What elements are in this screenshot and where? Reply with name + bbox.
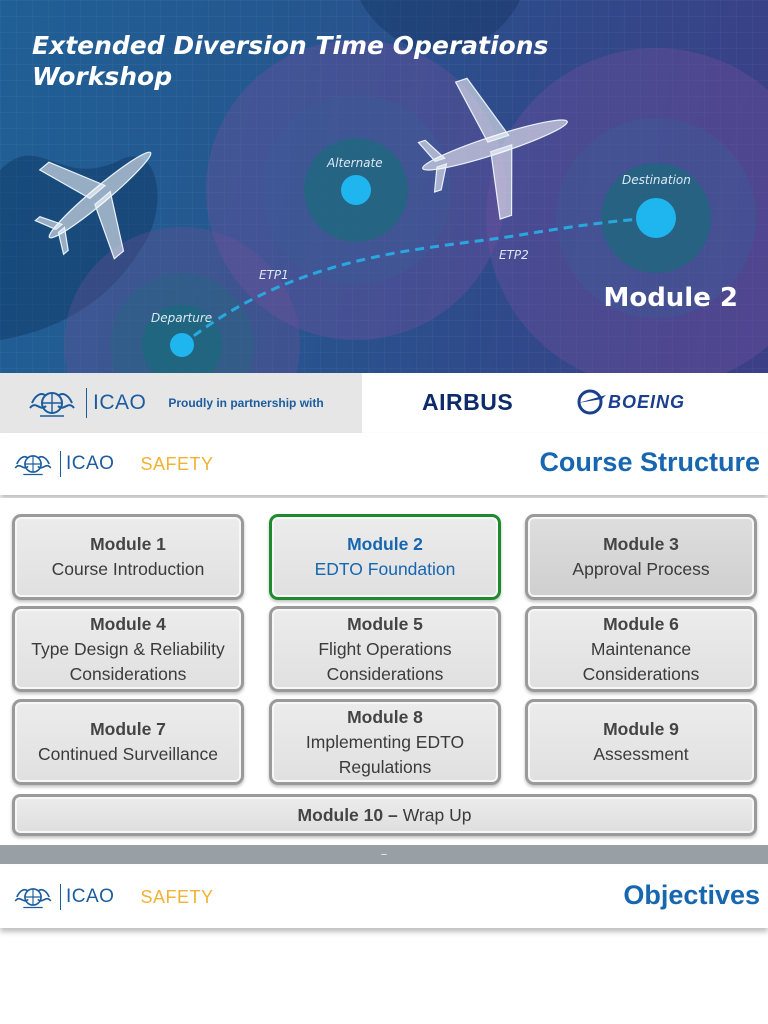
icao-divider xyxy=(60,451,61,477)
title-banner: Extended Diversion Time Operations Works… xyxy=(0,0,768,373)
module-card-8: Module 8 Implementing EDTO Regulations xyxy=(269,699,501,785)
module-badge: Module 2 xyxy=(603,283,738,313)
icao-partner-block: ICAO Proudly in partnership with xyxy=(0,373,362,433)
module-subtitle: Course Introduction xyxy=(51,559,205,579)
objectives-header: ICAO SAFETY Objectives xyxy=(0,866,768,928)
module-title: Module 2 xyxy=(347,534,423,554)
boeing-symbol-icon xyxy=(577,389,606,415)
etp2-label: ETP2 xyxy=(499,248,529,262)
module-subtitle: Continued Surveillance xyxy=(38,744,218,764)
icao-wordmark: ICAO xyxy=(93,391,147,414)
alternate-label: Alternate xyxy=(327,156,383,170)
module-title: Module 3 xyxy=(603,534,679,554)
boeing-wordmark: BOEING xyxy=(608,391,686,412)
module-subtitle: Flight Operations Considerations xyxy=(318,638,452,684)
module-card-4: Module 4 Type Design & Reliability Consi… xyxy=(12,606,244,692)
route-map-graphic xyxy=(0,0,768,373)
module-subtitle: Implementing EDTO Regulations xyxy=(305,731,465,777)
airbus-logo: AIRBUS xyxy=(422,389,514,415)
boeing-logo: BOEING xyxy=(576,387,685,417)
course-structure-header: ICAO SAFETY Course Structure xyxy=(0,433,768,495)
workshop-title-line2: Workshop xyxy=(32,62,173,91)
course-structure-title: Course Structure xyxy=(539,447,760,477)
module-card-9: Module 9 Assessment xyxy=(525,699,757,785)
icao-emblem-icon xyxy=(14,455,52,476)
aircraft-left-icon xyxy=(34,151,152,260)
module-title: Module 7 xyxy=(90,719,166,739)
aircraft-right-icon xyxy=(417,77,568,220)
icao-divider xyxy=(60,884,61,910)
safety-label: SAFETY xyxy=(140,453,214,474)
partner-strip: ICAO Proudly in partnership with AIRBUS … xyxy=(0,373,768,433)
module-subtitle: Type Design & Reliability Considerations xyxy=(31,638,225,684)
module-subtitle: Wrap Up xyxy=(402,804,472,825)
module-card-10: Module 10 – Wrap Up xyxy=(12,794,757,836)
departure-label: Departure xyxy=(151,311,213,325)
module-title: Module 9 xyxy=(603,719,679,739)
module-subtitle: Assessment xyxy=(593,744,689,764)
slide-footer-bar: – xyxy=(0,845,768,864)
partnership-tagline: Proudly in partnership with xyxy=(168,396,324,410)
objectives-title: Objectives xyxy=(623,880,760,910)
module-subtitle: Maintenance Considerations xyxy=(582,638,700,684)
module-subtitle: Approval Process xyxy=(572,559,710,579)
etp1-label: ETP1 xyxy=(259,268,289,282)
module-card-7: Module 7 Continued Surveillance xyxy=(12,699,244,785)
module-card-5: Module 5 Flight Operations Consideration… xyxy=(269,606,501,692)
module-subtitle: EDTO Foundation xyxy=(314,559,456,579)
module-title: Module 10 – xyxy=(297,804,398,825)
module-card-1: Module 1 Course Introduction xyxy=(12,514,244,600)
destination-label: Destination xyxy=(622,173,691,187)
module-title: Module 8 xyxy=(347,706,423,727)
safety-label: SAFETY xyxy=(140,886,214,907)
module-title: Module 1 xyxy=(90,534,166,554)
icao-divider xyxy=(86,388,87,418)
icao-wordmark: ICAO xyxy=(66,453,115,474)
module-card-2-current: Module 2 EDTO Foundation xyxy=(269,514,501,600)
module-card-3: Module 3 Approval Process xyxy=(525,514,757,600)
module-title: Module 4 xyxy=(90,613,166,634)
icao-wordmark: ICAO xyxy=(66,886,115,907)
icao-emblem-icon xyxy=(14,888,52,909)
workshop-title-line1: Extended Diversion Time Operations xyxy=(32,31,549,60)
icao-emblem-icon xyxy=(29,392,75,417)
module-card-6: Module 6 Maintenance Considerations xyxy=(525,606,757,692)
module-title: Module 6 xyxy=(603,613,679,634)
workshop-title: Extended Diversion Time Operations Works… xyxy=(32,30,548,92)
module-title: Module 5 xyxy=(347,613,423,634)
